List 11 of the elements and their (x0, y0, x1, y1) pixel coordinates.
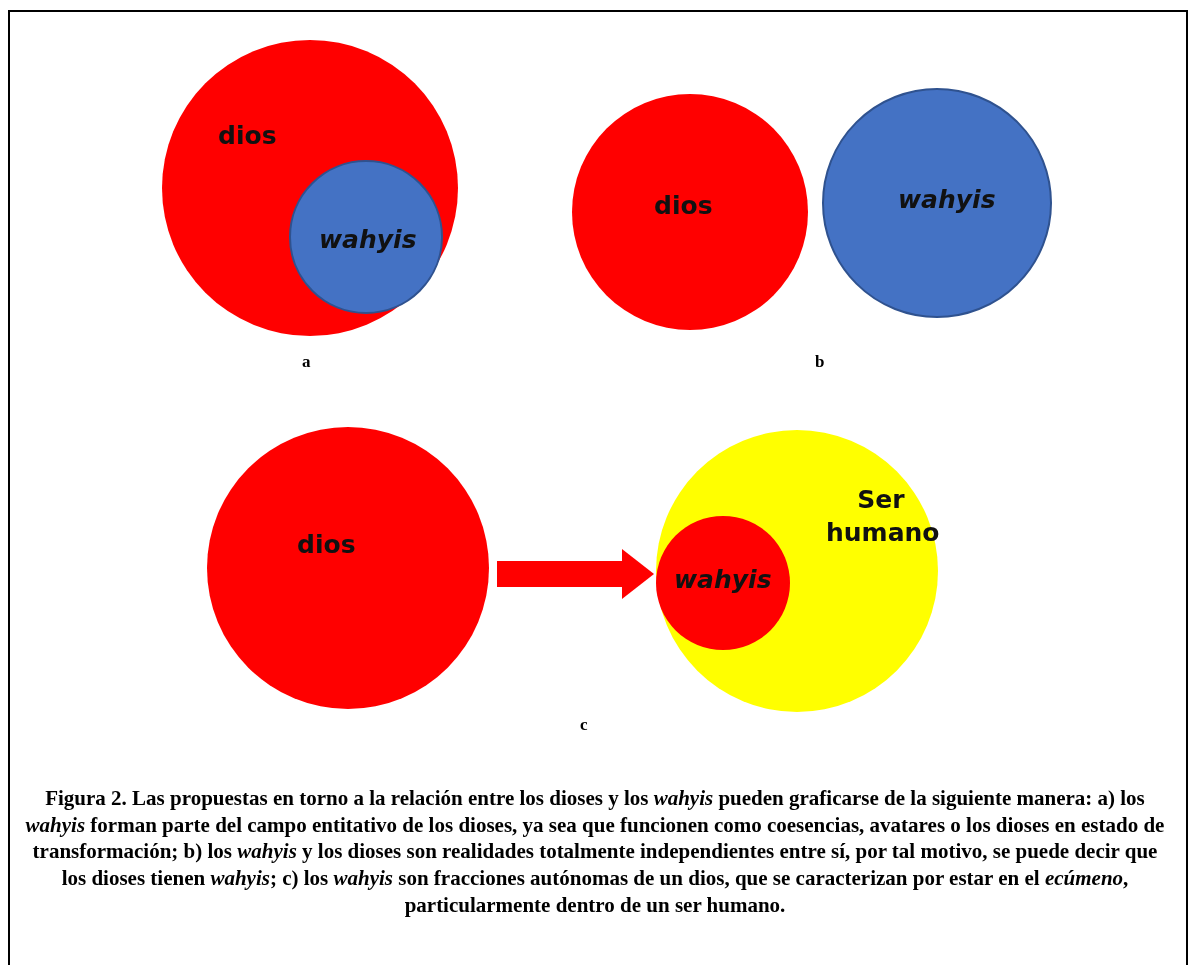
circle-label: wahyis (898, 184, 996, 216)
circle-label: dios (654, 190, 713, 222)
circle-label: dios (297, 529, 356, 561)
circle-label: wahyis (319, 224, 417, 256)
circle-label: wahyis (674, 564, 772, 596)
panel-label: b (815, 352, 825, 372)
panel-label: a (302, 352, 311, 372)
circle-label: dios (218, 120, 277, 152)
figure-caption: Figura 2. Las propuestas en torno a la relación entre los dioses y los wahyis pueden graficarse de la siguiente manera: a) los wahyis forman parte del campo entitativo de los dioses, ya sea que funcionen como coesencias, avatares o los dioses en estado de transformación; b) los wahyis y los dioses son realidades totalmente independientes entre sí, por tal motivo, se puede decir que los dioses tienen wahyis; c) los wahyis son fracciones autónomas de un dios, que se caracterizan por estar en el ecúmeno, particularmente dentro de un ser humano. (24, 785, 1166, 919)
arrow (497, 549, 654, 599)
panel-label: c (580, 715, 588, 735)
